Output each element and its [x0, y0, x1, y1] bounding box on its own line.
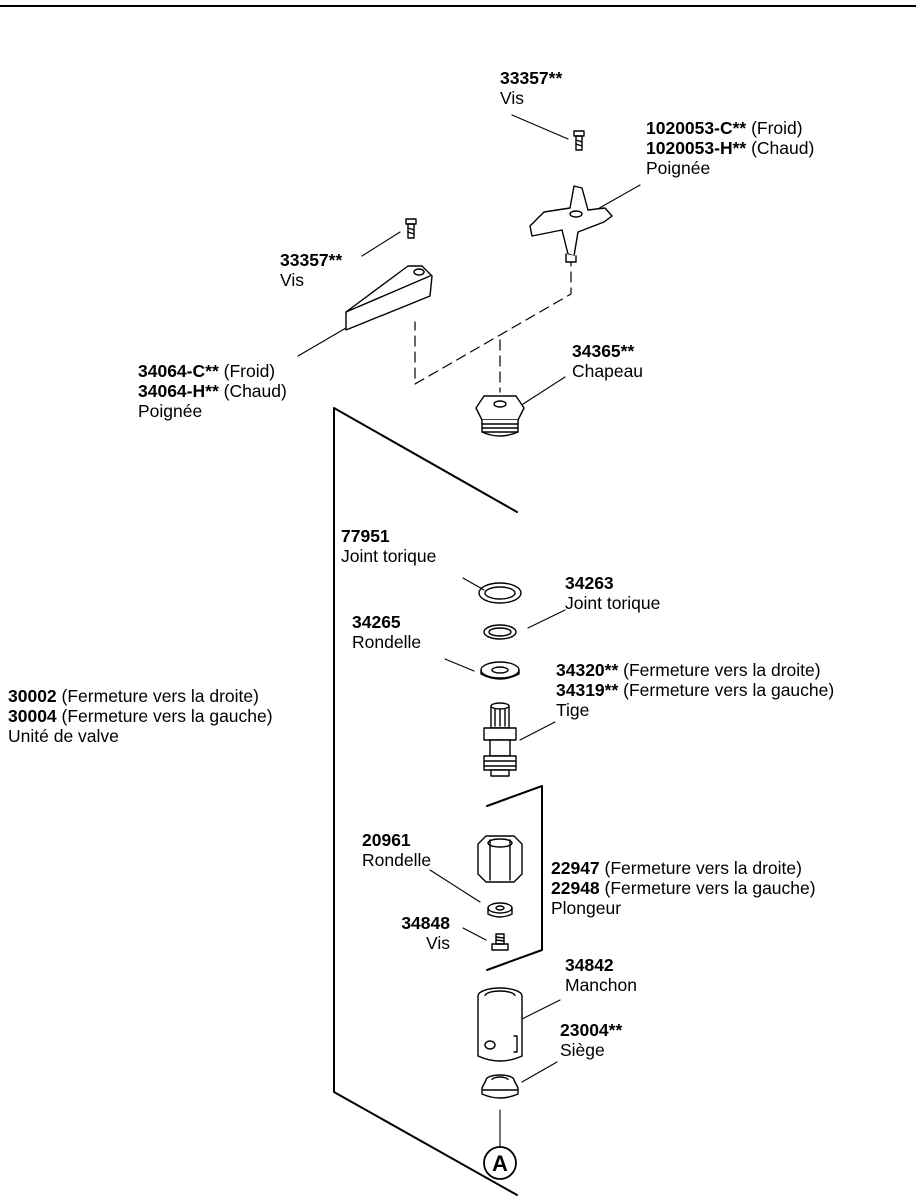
- part-number: 23004**: [560, 1020, 623, 1040]
- screw-small-shape: [491, 933, 509, 951]
- oring-large-shape: [478, 582, 522, 604]
- label-sleeve: 34842 Manchon: [565, 955, 637, 995]
- part-number: 34319**: [556, 680, 619, 700]
- label-screw-left: 33357** Vis: [280, 250, 342, 290]
- part-name: Poignée: [646, 158, 711, 178]
- part-name: Vis: [280, 270, 304, 290]
- screw-top-shape: [573, 130, 585, 151]
- part-note: (Fermeture vers la droite): [599, 858, 802, 878]
- dashed-alignment-lines: [414, 255, 572, 393]
- part-note: (Chaud): [218, 381, 287, 401]
- label-bonnet: 34365** Chapeau: [572, 341, 643, 381]
- part-number: 22947: [551, 858, 600, 878]
- part-number: 33357**: [280, 250, 343, 270]
- top-rule: [0, 5, 916, 7]
- part-note: (Fermeture vers la gauche): [56, 706, 273, 726]
- valve-unit-bracket: [333, 407, 518, 1196]
- part-name: Joint torique: [341, 546, 437, 566]
- label-oring-small: 34263 Joint torique: [565, 573, 660, 613]
- label-screw-top: 33357** Vis: [500, 68, 562, 108]
- part-number: 34064-H**: [138, 381, 219, 401]
- part-name: Rondelle: [362, 850, 432, 870]
- part-number: 30002: [8, 686, 57, 706]
- part-name: Vis: [500, 88, 524, 108]
- part-name: Siège: [560, 1040, 605, 1060]
- label-valve-unit: 30002 (Fermeture vers la droite) 30004 (…: [8, 686, 273, 746]
- label-stem: 34320** (Fermeture vers la droite) 34319…: [556, 660, 834, 720]
- label-washer-bottom: 20961 Rondelle: [362, 830, 431, 870]
- part-name: Rondelle: [352, 632, 422, 652]
- part-note: (Chaud): [746, 138, 815, 158]
- plunger-bracket: [486, 785, 543, 971]
- part-number: 34842: [565, 955, 614, 975]
- part-note: (Froid): [746, 118, 803, 138]
- part-name: Tige: [556, 700, 590, 720]
- sleeve-shape: [477, 987, 523, 1062]
- part-name: Plongeur: [551, 898, 622, 918]
- label-plunger: 22947 (Fermeture vers la droite) 22948 (…: [551, 858, 816, 918]
- part-note: (Fermeture vers la droite): [56, 686, 259, 706]
- screw-left-shape: [405, 218, 417, 239]
- part-number: 34263: [565, 573, 614, 593]
- part-number: 20961: [362, 830, 411, 850]
- washer-bottom-shape: [487, 902, 513, 918]
- part-number: 34064-C**: [138, 361, 219, 381]
- label-washer-top: 34265 Rondelle: [352, 612, 421, 652]
- part-number: 1020053-H**: [646, 138, 747, 158]
- part-name: Manchon: [565, 975, 637, 995]
- part-number: 34320**: [556, 660, 619, 680]
- part-number: 34365**: [572, 341, 635, 361]
- label-seat: 23004** Siège: [560, 1020, 622, 1060]
- part-number: 34265: [352, 612, 401, 632]
- part-number: 1020053-C**: [646, 118, 747, 138]
- bonnet-shape: [475, 395, 525, 437]
- label-oring-large: 77951 Joint torique: [341, 526, 436, 566]
- part-name: Unité de valve: [8, 726, 119, 746]
- part-note: (Fermeture vers la gauche): [618, 680, 835, 700]
- cross-handle-shape: [529, 185, 613, 263]
- leader-lines: [297, 114, 641, 1148]
- part-name: Chapeau: [572, 361, 644, 381]
- part-note: (Fermeture vers la droite): [618, 660, 821, 680]
- part-name: Joint torique: [565, 593, 661, 613]
- part-name: Vis: [426, 933, 450, 953]
- label-cross-handle: 1020053-C** (Froid) 1020053-H** (Chaud) …: [646, 118, 814, 178]
- part-note: (Fermeture vers la gauche): [599, 878, 816, 898]
- part-number: 33357**: [500, 68, 563, 88]
- part-number: 30004: [8, 706, 57, 726]
- label-lever-handle: 34064-C** (Froid) 34064-H** (Chaud) Poig…: [138, 361, 287, 421]
- part-name: Poignée: [138, 401, 203, 421]
- part-number: 22948: [551, 878, 600, 898]
- reference-marker-letter: A: [492, 1151, 508, 1176]
- reference-marker: [483, 1146, 517, 1180]
- stem-shape: [483, 702, 517, 777]
- part-number: 77951: [341, 526, 390, 546]
- part-number: 34848: [401, 913, 450, 933]
- oring-small-shape: [483, 624, 517, 640]
- label-screw-small: 34848 Vis: [390, 913, 450, 953]
- plunger-shape: [477, 835, 523, 883]
- seat-shape: [481, 1074, 519, 1099]
- washer-top-shape: [480, 661, 520, 680]
- lever-handle-shape: [345, 265, 433, 331]
- part-note: (Froid): [218, 361, 276, 381]
